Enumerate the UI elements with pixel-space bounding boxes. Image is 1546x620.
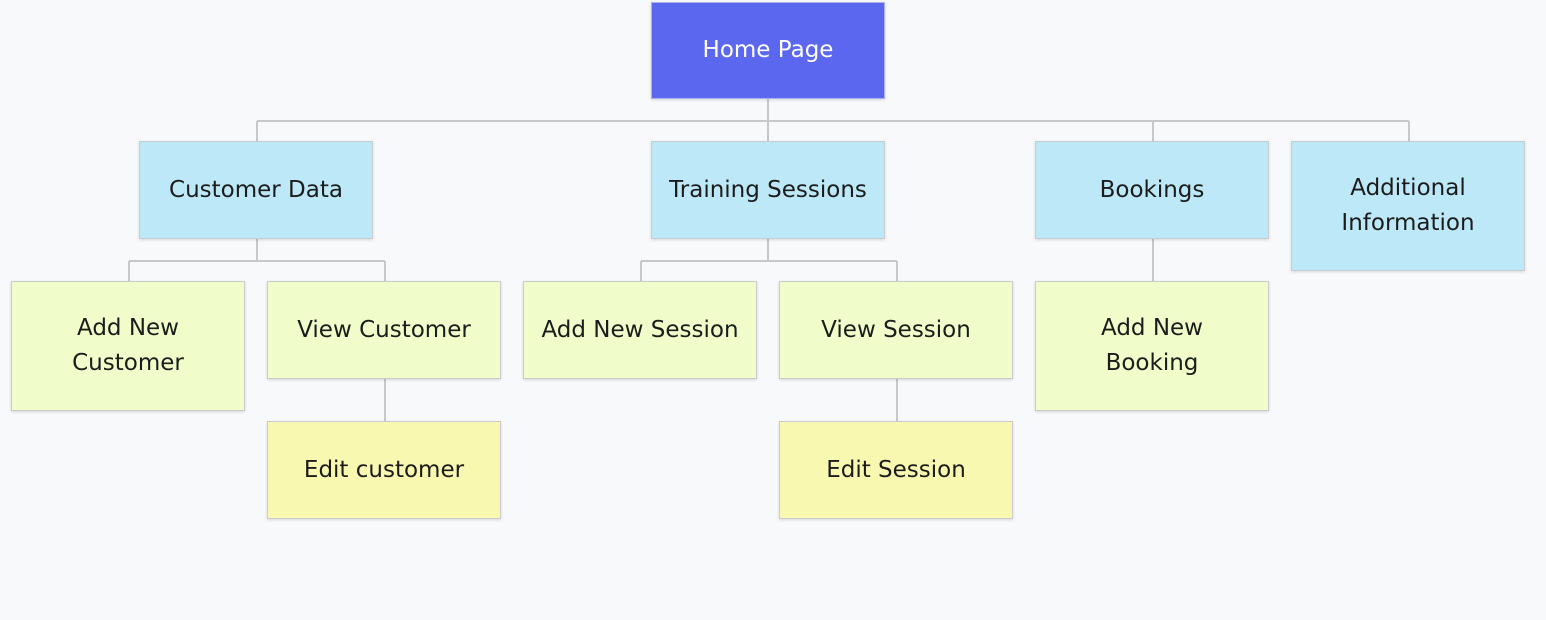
node-home-page[interactable]: Home Page	[651, 2, 885, 99]
node-add-new-booking[interactable]: Add New Booking	[1035, 281, 1269, 411]
node-bookings-label: Bookings	[1099, 176, 1205, 203]
node-view-customer-label: View Customer	[297, 316, 471, 343]
node-training-sessions-label: Training Sessions	[669, 176, 867, 203]
node-edit-customer-label: Edit customer	[303, 456, 465, 483]
node-add-new-session[interactable]: Add New Session	[523, 281, 757, 379]
node-customer-data-label: Customer Data	[169, 176, 343, 203]
node-edit-customer[interactable]: Edit customer	[267, 421, 501, 519]
node-view-session[interactable]: View Session	[779, 281, 1013, 379]
node-bookings[interactable]: Bookings	[1035, 141, 1269, 239]
node-edit-session[interactable]: Edit Session	[779, 421, 1013, 519]
node-additional-information-label: Additional Information	[1341, 175, 1475, 236]
node-view-customer[interactable]: View Customer	[267, 281, 501, 379]
node-add-new-customer-label: Add New Customer	[72, 315, 184, 376]
node-training-sessions[interactable]: Training Sessions	[651, 141, 885, 239]
node-add-new-booking-label: Add New Booking	[1100, 315, 1203, 376]
node-edit-session-label: Edit Session	[826, 456, 966, 483]
node-view-session-label: View Session	[821, 316, 971, 343]
node-add-new-session-label: Add New Session	[541, 316, 739, 343]
node-additional-information[interactable]: Additional Information	[1291, 141, 1525, 271]
node-add-new-customer[interactable]: Add New Customer	[11, 281, 245, 411]
node-customer-data[interactable]: Customer Data	[139, 141, 373, 239]
node-home-page-label: Home Page	[702, 37, 834, 64]
